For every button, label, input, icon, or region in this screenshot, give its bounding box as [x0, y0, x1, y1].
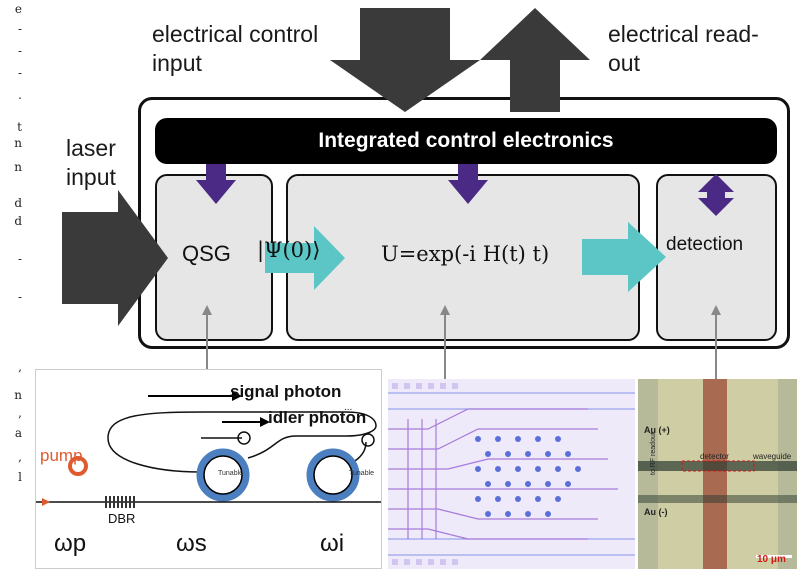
omega-s-label: ωs	[176, 530, 207, 557]
margin-letter: l	[18, 470, 22, 484]
source-schematic-drawing: ...	[36, 391, 381, 508]
idler-photon-label: idler photon	[268, 408, 367, 427]
margin-letter: -	[17, 44, 22, 58]
margin-letter: t	[17, 120, 22, 134]
margin-letter: ,	[18, 406, 22, 420]
electrical-control-label: electrical control input	[152, 20, 318, 78]
dbr-label: DBR	[108, 511, 136, 526]
detector-micrograph: Au (+) Au (-) detector waveguide to RF r…	[638, 379, 797, 569]
margin-letter: .	[18, 88, 22, 102]
readout-arrow	[480, 8, 590, 112]
laser-input-line-2: input	[66, 164, 116, 190]
omega-i-label: ωi	[320, 530, 345, 557]
electrical-readout-line-2: out	[608, 50, 640, 76]
qsg-module: QSG	[155, 174, 273, 341]
initial-state-label: |Ψ(0)⟩	[257, 238, 321, 262]
margin-letter: e	[14, 2, 22, 16]
margin-letter: n	[14, 160, 22, 174]
electrical-readout-label: electrical read- out	[608, 20, 759, 78]
laser-input-label: laser input	[66, 134, 116, 192]
laser-input-line-1: laser	[66, 135, 116, 161]
margin-letter: d	[14, 196, 22, 210]
unitary-module: U=exp(-i H(t) t)	[286, 174, 640, 341]
laser-input-arrow	[62, 190, 168, 326]
au-minus-label: Au (-)	[644, 507, 668, 517]
margin-letter: n	[14, 136, 22, 150]
margin-letter: ,	[18, 360, 22, 374]
photon-source-schematic: ... signal photon idler photon pump DBR …	[35, 369, 382, 569]
circuit-layout-drawing	[388, 379, 635, 569]
margin-letter: d	[14, 214, 22, 228]
tunable-label-signal: Tunable	[218, 470, 244, 477]
margin-letter: -	[17, 22, 22, 36]
margin-letter: -	[17, 290, 22, 304]
margin-letter: n	[14, 388, 22, 402]
margin-letter: ,	[18, 450, 22, 464]
electrical-readout-line-1: electrical read-	[608, 21, 759, 47]
omega-p-label: ωp	[54, 530, 87, 557]
electrical-control-line-1: electrical control	[152, 21, 319, 47]
control-electronics-bar: Integrated control electronics	[155, 118, 777, 164]
svg-text:...: ...	[344, 402, 352, 413]
control-input-arrow	[330, 8, 480, 112]
unitary-equation: U=exp(-i H(t) t)	[381, 242, 550, 266]
pump-label: pump	[40, 446, 83, 465]
margin-letter: a	[14, 426, 22, 440]
au-plus-label: Au (+)	[644, 425, 670, 435]
margin-letter: -	[17, 252, 22, 266]
qsg-control-arrow	[196, 164, 236, 204]
rf-readout-label: to RF readout	[650, 432, 657, 475]
qsg-to-unitary-arrow	[265, 226, 345, 290]
detector-label: detector	[700, 452, 729, 461]
detection-label: detection	[666, 234, 744, 255]
signal-photon-label: signal photon	[230, 382, 342, 401]
qsg-label: QSG	[182, 241, 231, 266]
margin-letter: -	[17, 66, 22, 80]
tunable-label-idler: Tunable	[349, 470, 375, 477]
waveguide-label: waveguide	[753, 452, 792, 461]
interferometer-circuit-micrograph	[388, 379, 635, 569]
unitary-control-arrow	[448, 164, 488, 204]
unitary-to-detection-arrow	[582, 222, 666, 292]
scale-bar-label: 10 μm	[757, 554, 786, 565]
electrical-control-line-2: input	[152, 50, 202, 76]
detector-micrograph-drawing	[638, 379, 797, 569]
detection-bidirectional-arrow	[698, 174, 734, 216]
